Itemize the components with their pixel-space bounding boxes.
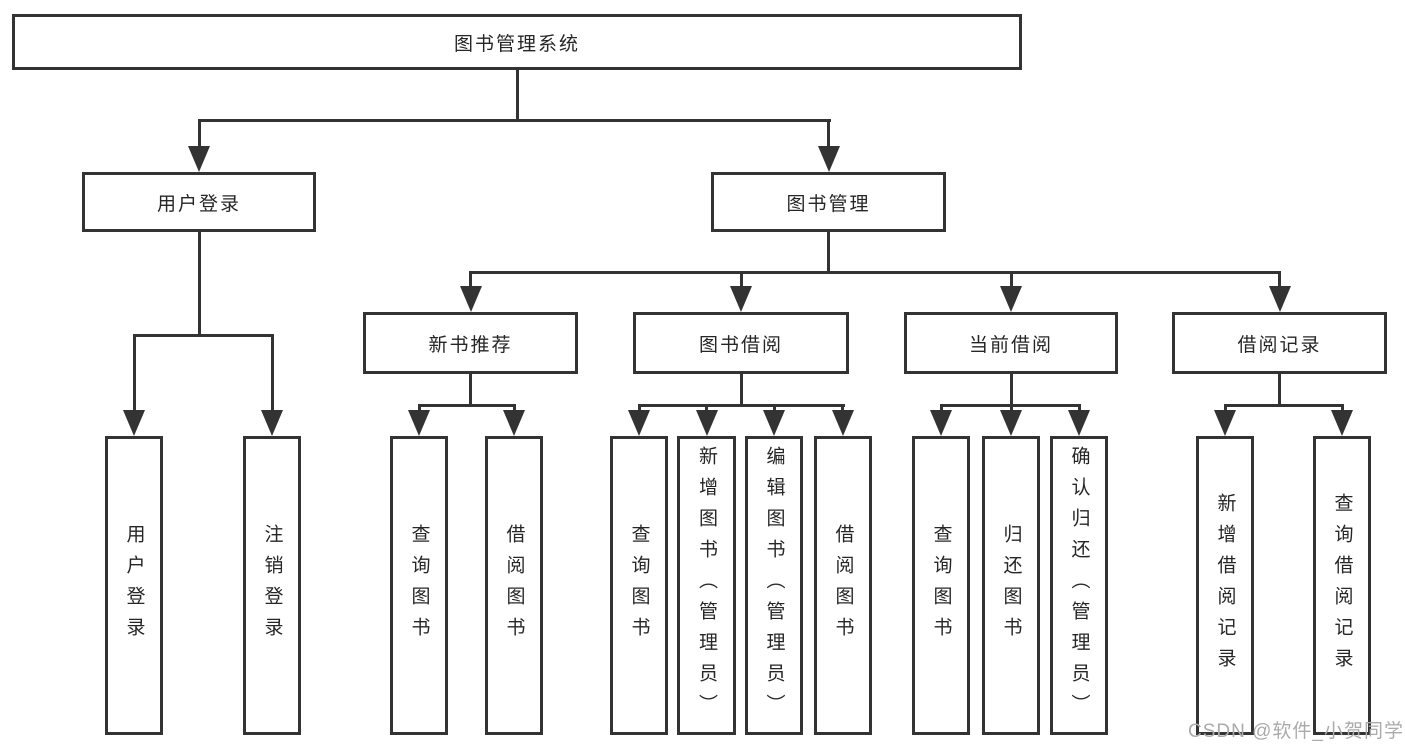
connector-line bbox=[197, 119, 201, 148]
leaf-add-books-admin: 新增图书（管理员） bbox=[677, 436, 736, 735]
arrow-down-icon bbox=[763, 410, 785, 436]
connector-line bbox=[197, 232, 201, 336]
node-label: 查询图书 bbox=[930, 523, 952, 648]
node-label: 新增借阅记录 bbox=[1214, 492, 1236, 679]
node-user-login: 用户登录 bbox=[82, 172, 316, 232]
arrow-down-icon bbox=[503, 410, 525, 436]
connector-line bbox=[417, 404, 421, 412]
connector-line bbox=[197, 119, 831, 122]
connector-line bbox=[1009, 271, 1013, 288]
node-label: 编辑图书（管理员） bbox=[763, 446, 785, 725]
arrow-down-icon bbox=[628, 410, 650, 436]
node-label: 借阅图书 bbox=[503, 523, 525, 648]
arrow-down-icon bbox=[730, 286, 752, 312]
leaf-logout: 注销登录 bbox=[243, 436, 301, 735]
leaf-query-books-borrowing: 查询图书 bbox=[610, 436, 668, 735]
connector-line bbox=[1223, 404, 1227, 412]
connector-line bbox=[637, 404, 845, 407]
arrow-down-icon bbox=[1268, 286, 1291, 312]
node-label: 借阅图书 bbox=[832, 523, 854, 648]
node-book-borrowing: 图书借阅 bbox=[633, 312, 849, 374]
node-current-borrowing: 当前借阅 bbox=[904, 312, 1118, 374]
arrow-down-icon bbox=[459, 286, 482, 312]
arrow-down-icon bbox=[1068, 410, 1090, 436]
node-label: 借阅记录 bbox=[1237, 334, 1322, 356]
connector-line bbox=[739, 271, 743, 288]
node-label: 确认归还（管理员） bbox=[1068, 446, 1090, 725]
node-library-management-system: 图书管理系统 bbox=[12, 14, 1022, 70]
arrow-down-icon bbox=[831, 410, 854, 436]
connector-line bbox=[827, 119, 830, 148]
arrow-down-icon bbox=[930, 410, 952, 436]
connector-line bbox=[469, 271, 472, 288]
connector-line bbox=[1278, 374, 1281, 406]
arrow-down-icon bbox=[817, 146, 840, 172]
arrow-down-icon bbox=[123, 410, 145, 436]
node-book-management: 图书管理 bbox=[711, 172, 946, 232]
connector-line bbox=[939, 404, 943, 412]
watermark: CSDN @软件_小贺同学 bbox=[1188, 721, 1404, 742]
arrow-down-icon bbox=[695, 410, 718, 436]
leaf-query-borrow-record: 查询借阅记录 bbox=[1313, 436, 1371, 735]
node-label: 查询图书 bbox=[408, 523, 430, 648]
arrow-down-icon bbox=[1214, 410, 1236, 436]
connector-line bbox=[637, 404, 641, 412]
connector-line bbox=[417, 404, 516, 407]
node-label: 新增图书（管理员） bbox=[696, 446, 717, 725]
node-label: 查询图书 bbox=[628, 523, 650, 648]
leaf-user-login: 用户登录 bbox=[105, 436, 163, 735]
leaf-confirm-return-admin: 确认归还（管理员） bbox=[1050, 436, 1108, 735]
connector-line bbox=[1009, 404, 1013, 412]
connector-line bbox=[515, 70, 519, 120]
node-label: 用户登录 bbox=[156, 193, 241, 215]
connector-line bbox=[512, 404, 516, 412]
node-label: 查询借阅记录 bbox=[1331, 492, 1353, 679]
connector-line bbox=[827, 232, 830, 273]
leaf-query-books-recommend: 查询图书 bbox=[390, 436, 448, 735]
connector-line bbox=[1077, 404, 1081, 412]
connector-line bbox=[841, 404, 844, 412]
connector-line bbox=[132, 334, 136, 412]
arrow-down-icon bbox=[1000, 286, 1022, 312]
node-label: 注销登录 bbox=[261, 523, 283, 648]
leaf-query-books-current: 查询图书 bbox=[912, 436, 970, 735]
node-label: 用户登录 bbox=[123, 523, 145, 648]
arrow-down-icon bbox=[188, 146, 210, 172]
arrow-down-icon bbox=[1331, 410, 1353, 436]
connector-line bbox=[1009, 374, 1013, 406]
node-label: 图书管理系统 bbox=[453, 33, 580, 55]
connector-line bbox=[270, 334, 274, 412]
leaf-borrow-books: 借阅图书 bbox=[814, 436, 872, 735]
connector-line bbox=[469, 271, 1281, 274]
arrow-down-icon bbox=[1000, 410, 1022, 436]
connector-line bbox=[469, 374, 472, 406]
arrow-down-icon bbox=[408, 410, 430, 436]
leaf-return-books: 归还图书 bbox=[982, 436, 1040, 735]
connector-line bbox=[705, 404, 708, 412]
connector-line bbox=[1278, 271, 1281, 288]
node-label: 归还图书 bbox=[1000, 523, 1022, 648]
node-label: 当前借阅 bbox=[968, 334, 1053, 356]
node-label: 新书推荐 bbox=[428, 334, 513, 356]
connector-line bbox=[1223, 404, 1344, 407]
leaf-edit-books-admin: 编辑图书（管理员） bbox=[745, 436, 803, 735]
leaf-borrow-books-recommend: 借阅图书 bbox=[485, 436, 543, 735]
connector-line bbox=[132, 334, 274, 337]
connector-line bbox=[772, 404, 776, 412]
node-borrowing-records: 借阅记录 bbox=[1172, 312, 1387, 374]
node-new-book-recommendation: 新书推荐 bbox=[363, 312, 578, 374]
node-label: 图书借阅 bbox=[698, 334, 783, 356]
leaf-add-borrow-record: 新增借阅记录 bbox=[1196, 436, 1254, 735]
node-label: 图书管理 bbox=[786, 193, 871, 215]
connector-line bbox=[1340, 404, 1344, 412]
connector-line bbox=[739, 374, 743, 406]
arrow-down-icon bbox=[261, 410, 283, 436]
